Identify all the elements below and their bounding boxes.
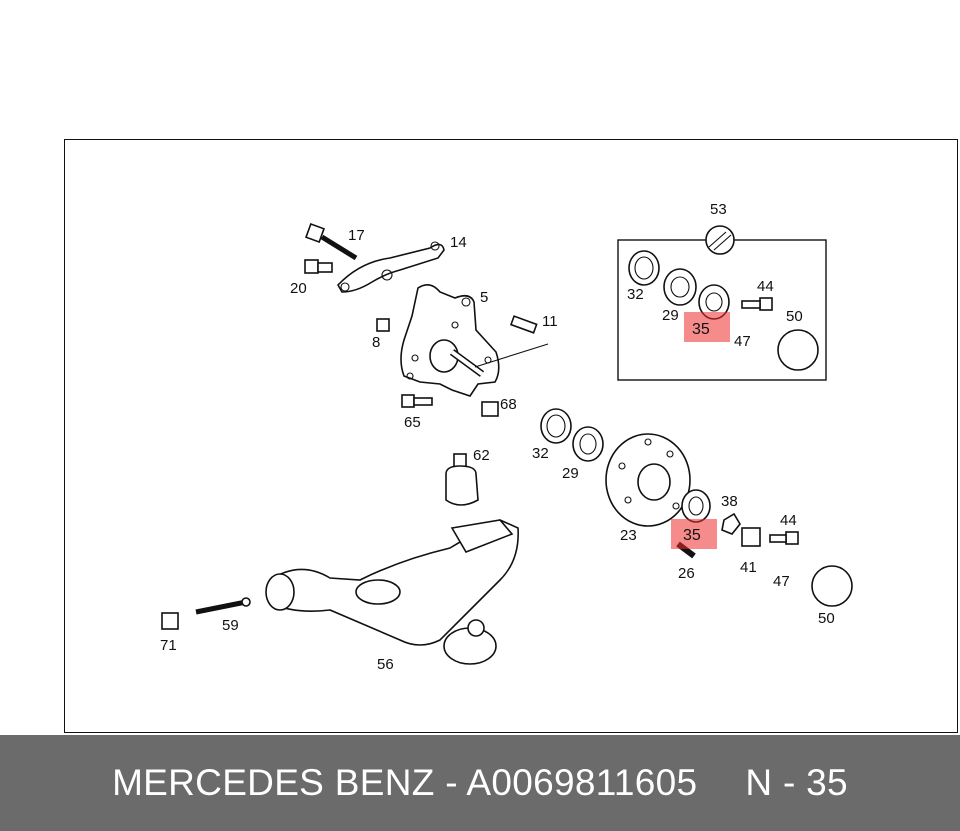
- label-68: 68: [500, 396, 517, 413]
- screw-44-part: [769, 531, 799, 545]
- bearing-29-part: [572, 426, 604, 462]
- label-53: 53: [710, 201, 727, 218]
- bolt-65-part: [401, 394, 433, 408]
- part-8: [376, 318, 390, 332]
- upper-arm-part: [337, 241, 445, 293]
- nut-68-part: [481, 401, 499, 417]
- inset-seal-32-part: [628, 250, 660, 286]
- nut-71-part: [161, 612, 179, 630]
- steering-knuckle-part: [400, 284, 549, 397]
- label-20: 20: [290, 280, 307, 297]
- bolt-20-part: [304, 259, 333, 274]
- part-11: [509, 315, 538, 334]
- label-35-inset: 35: [692, 321, 710, 338]
- label-35: 35: [683, 527, 701, 544]
- label-5: 5: [480, 289, 488, 306]
- clamp-nut-41-part: [741, 527, 761, 547]
- label-65: 65: [404, 414, 421, 431]
- lower-control-arm-part: [265, 519, 519, 665]
- label-29-inset: 29: [662, 307, 679, 324]
- label-47: 47: [773, 573, 790, 590]
- label-38: 38: [721, 493, 738, 510]
- label-11: 11: [542, 313, 558, 330]
- label-14: 14: [450, 234, 467, 251]
- label-71: 71: [160, 637, 177, 654]
- label-50: 50: [818, 610, 835, 627]
- inset-cap-50-part: [777, 329, 819, 371]
- label-44-inset: 44: [757, 278, 774, 295]
- inset-bearing-29-part: [663, 268, 697, 306]
- label-32-inset: 32: [627, 286, 644, 303]
- bolt-17-part: [305, 223, 358, 261]
- footer-reference: N - 35: [745, 762, 848, 803]
- ball-joint-part: [445, 453, 479, 506]
- highlight-35-inset: [684, 312, 730, 342]
- inset-screw-44-part: [741, 297, 773, 311]
- parts-diagram: 53 17 14 20 5 11 8 68 65 32 29 35 47 44 …: [160, 201, 853, 673]
- wrench-icon: [705, 225, 735, 255]
- highlight-35-main: [671, 519, 717, 549]
- label-50-inset: 50: [786, 308, 803, 325]
- footer-bar: MERCEDES BENZ - A0069811605 N - 35: [0, 735, 960, 831]
- label-23: 23: [620, 527, 637, 544]
- wheel-hub-23-part: [605, 433, 691, 527]
- seal-32-part: [540, 408, 572, 444]
- label-32: 32: [532, 445, 549, 462]
- label-44: 44: [780, 512, 797, 529]
- bolt-59-part: [195, 597, 251, 615]
- label-56: 56: [377, 656, 394, 673]
- washer-38-part: [721, 512, 741, 535]
- label-29: 29: [562, 465, 579, 482]
- label-47-inset: 47: [734, 333, 751, 350]
- label-8: 8: [372, 334, 380, 351]
- parts-diagram-frame: [64, 139, 958, 733]
- footer-brand-part-number: MERCEDES BENZ - A0069811605: [112, 762, 698, 803]
- label-62: 62: [473, 447, 490, 464]
- bearing-35-part: [681, 489, 711, 523]
- label-17: 17: [348, 227, 365, 244]
- cap-50-part: [811, 565, 853, 607]
- label-41: 41: [740, 559, 757, 576]
- label-26: 26: [678, 565, 695, 582]
- label-59: 59: [222, 617, 239, 634]
